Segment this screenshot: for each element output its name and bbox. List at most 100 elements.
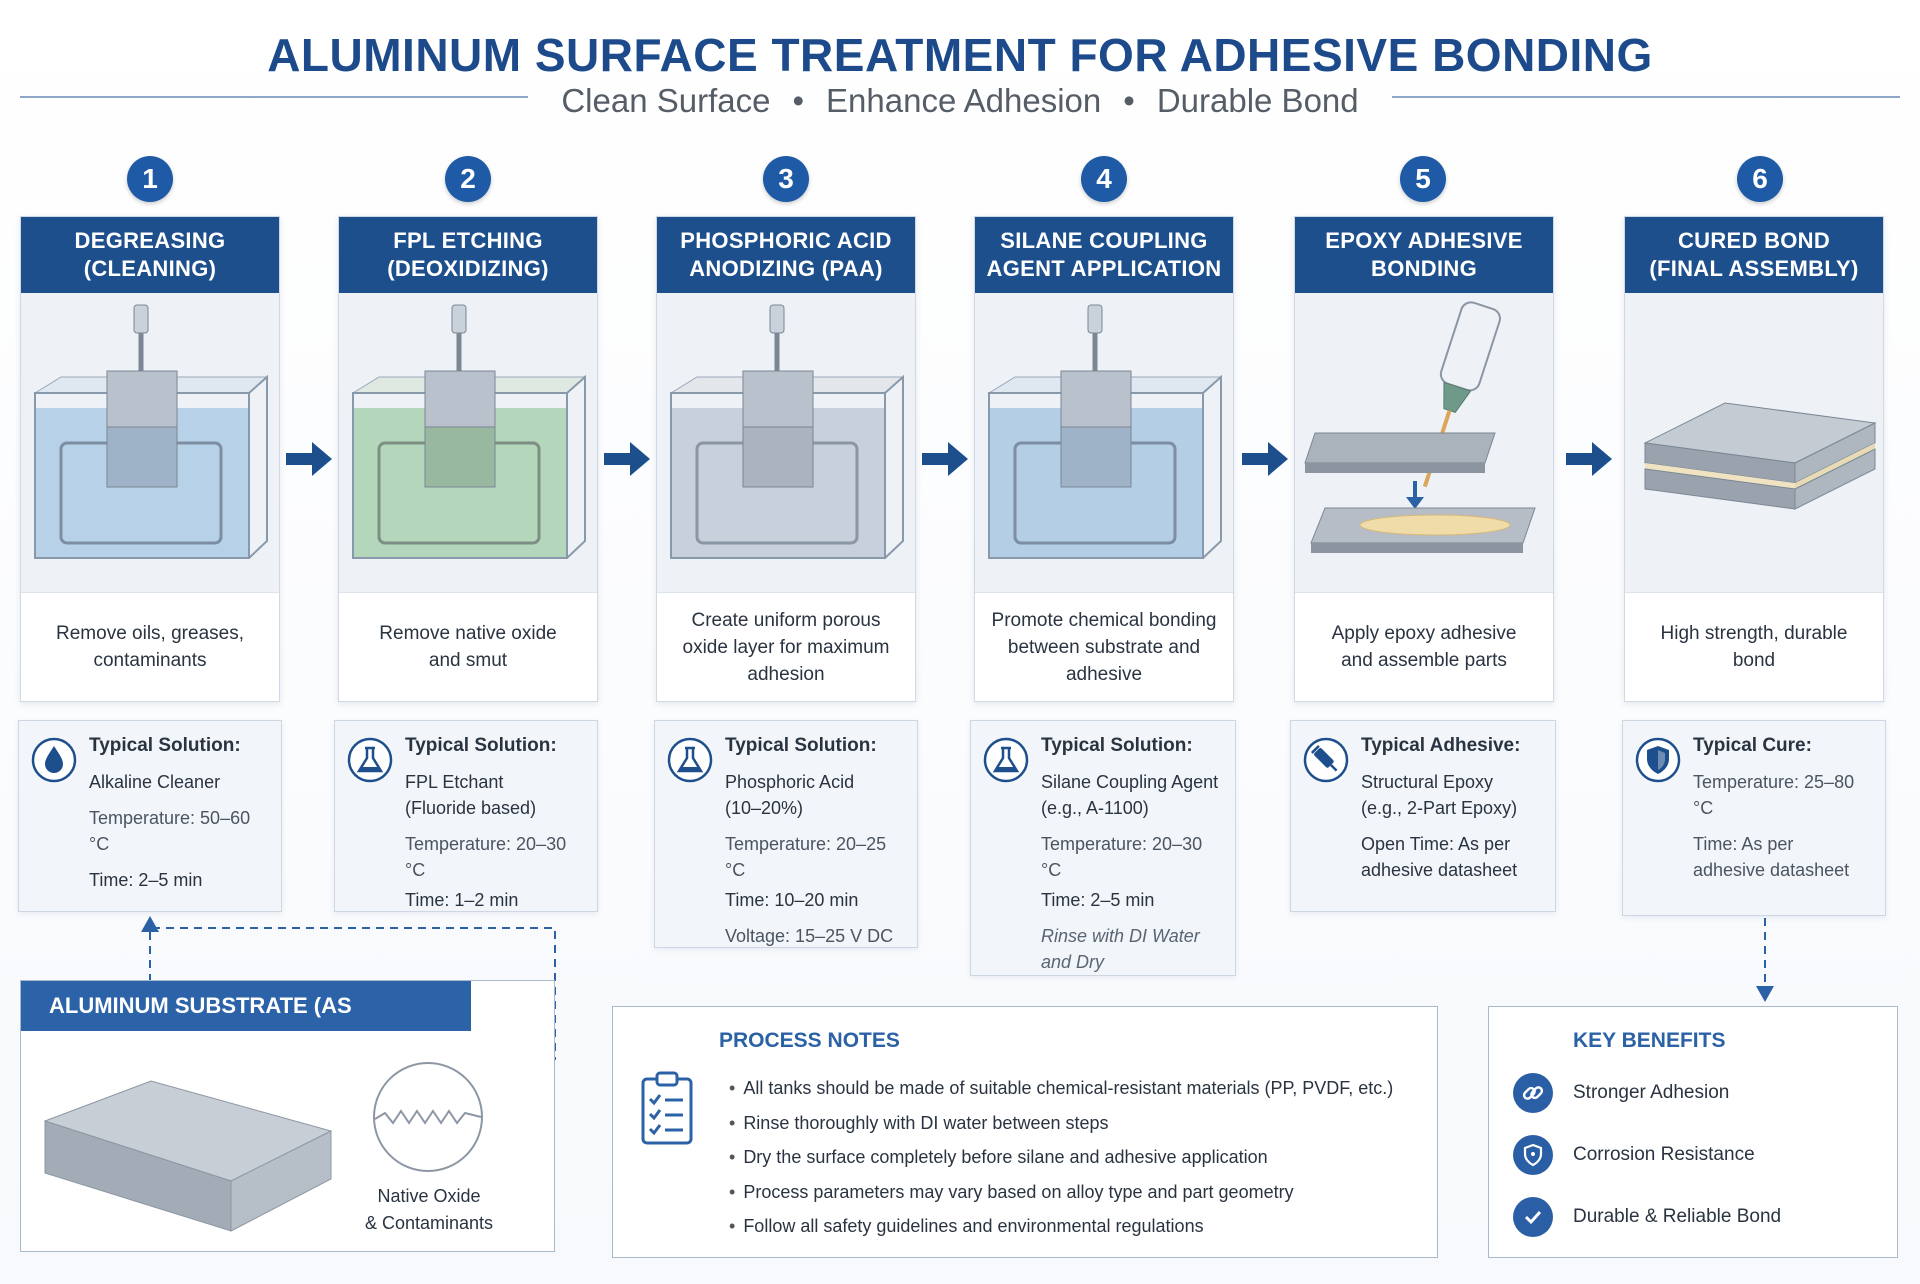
benefit-item: Durable & Reliable Bond (1513, 1195, 1781, 1239)
info-line: Time: 2–5 min (1041, 890, 1155, 910)
flask-icon (667, 737, 713, 783)
info-line: (Fluoride based) (405, 798, 537, 818)
step-card-cured-bond: CURED BOND (FINAL ASSEMBLY) High strengt… (1624, 216, 1884, 702)
step-number-badge: 5 (1400, 156, 1446, 202)
note-item: Process parameters may vary based on all… (729, 1175, 1393, 1210)
benefit-label: Durable & Reliable Bond (1573, 1206, 1782, 1227)
info-box-degreasing: Typical Solution: Alkaline Cleaner Tempe… (18, 720, 282, 912)
info-line: Time: 1–2 min (405, 890, 519, 910)
info-line: Open Time: As per (1361, 834, 1511, 854)
link-icon (1513, 1073, 1553, 1113)
substrate-heading: ALUMINUM SUBSTRATE (AS RECEIVED) (21, 981, 471, 1068)
subtitle-item: Enhance Adhesion (826, 82, 1102, 119)
info-line: and Dry (1041, 952, 1105, 972)
subtitle-item: Clean Surface (561, 82, 771, 119)
step-card-silane: SILANE COUPLING AGENT APPLICATION Promot… (974, 216, 1234, 702)
info-line: Rinse with DI Water (1041, 926, 1200, 946)
tank-illustration (21, 293, 279, 593)
note-item: All tanks should be made of suitable che… (729, 1071, 1393, 1106)
benefit-label: Corrosion Resistance (1573, 1144, 1755, 1165)
step-title: SILANE COUPLING (1000, 228, 1208, 253)
desc-line: and assemble parts (1341, 650, 1507, 671)
info-line: Temperature: 20–25 °C (725, 834, 887, 880)
title-rule-right (1392, 96, 1900, 98)
subtitle-separator: • (1123, 82, 1135, 119)
immersion-tank-icon (987, 304, 1223, 559)
note-item: Follow all safety guidelines and environ… (729, 1209, 1393, 1244)
info-line: Time: 2–5 min (89, 870, 203, 890)
droplet-icon (31, 737, 77, 783)
info-line: Silane Coupling Agent (1041, 772, 1219, 792)
arrow-right-icon (922, 442, 968, 476)
info-heading: Typical Solution: (725, 735, 877, 756)
immersion-tank-icon (669, 304, 905, 559)
step-description: Remove oils, greases,contaminants (21, 593, 279, 701)
step-title: AGENT APPLICATION (986, 256, 1222, 281)
step-title: CURED BOND (1677, 228, 1831, 253)
cured-bond-illustration (1625, 293, 1883, 593)
epoxy-illustration (1295, 293, 1553, 593)
info-line: Temperature: 20–30 °C (1041, 834, 1203, 880)
info-line: Phosphoric Acid (725, 772, 855, 792)
info-line: adhesive datasheet (1693, 860, 1850, 880)
benefit-item: Stronger Adhesion (1513, 1071, 1729, 1115)
benefits-heading: KEY BENEFITS (1573, 1029, 1726, 1052)
tank-illustration (657, 293, 915, 593)
tank-illustration (339, 293, 597, 593)
step-title: (DEOXIDIZING) (387, 256, 549, 281)
notes-list: All tanks should be made of suitable che… (729, 1071, 1393, 1244)
info-line: adhesive datasheet (1361, 860, 1518, 880)
step-header: DEGREASING (CLEANING) (21, 217, 279, 293)
step-header: FPL ETCHING (DEOXIDIZING) (339, 217, 597, 293)
callout-label: Native Oxide (377, 1186, 481, 1206)
info-line: Temperature: 25–80 °C (1693, 772, 1855, 818)
process-notes-panel: PROCESS NOTES All tanks should be made o… (612, 1006, 1438, 1258)
step-number-badge: 1 (127, 156, 173, 202)
desc-line: Apply epoxy adhesive (1331, 623, 1517, 644)
immersion-tank-icon (33, 304, 269, 559)
step-description: Apply epoxy adhesive and assemble parts (1295, 593, 1553, 701)
info-heading: Typical Adhesive: (1361, 735, 1521, 756)
info-line: Voltage: 15–25 V DC (725, 926, 894, 946)
info-box-silane: Typical Solution: Silane Coupling Agent … (970, 720, 1236, 976)
step-card-degreasing: DEGREASING (CLEANING) Remove oils, greas… (20, 216, 280, 702)
step-title: BONDING (1371, 256, 1477, 281)
shield-icon (1635, 737, 1681, 783)
callout-label: & Contaminants (364, 1213, 494, 1233)
title-rule-left (20, 96, 528, 98)
info-line: Temperature: 20–30 °C (405, 834, 567, 880)
desc-line: between substrate and (1007, 636, 1201, 658)
benefit-label: Stronger Adhesion (1573, 1082, 1730, 1103)
step-card-paa: PHOSPHORIC ACID ANODIZING (PAA) Create u… (656, 216, 916, 702)
syringe-icon (1303, 737, 1349, 783)
info-box-paa: Typical Solution: Phosphoric Acid (10–20… (654, 720, 918, 948)
step-number-badge: 3 (763, 156, 809, 202)
step-header: EPOXY ADHESIVE BONDING (1295, 217, 1553, 293)
arrow-right-icon (1566, 442, 1612, 476)
key-benefits-panel: KEY BENEFITS Stronger Adhesion Corrosion… (1488, 1006, 1898, 1258)
info-line: Structural Epoxy (1361, 772, 1494, 792)
step-header: PHOSPHORIC ACID ANODIZING (PAA) (657, 217, 915, 293)
step-header: CURED BOND (FINAL ASSEMBLY) (1625, 217, 1883, 293)
desc-line: and smut (428, 650, 508, 671)
desc-line: High strength, durable (1660, 623, 1848, 644)
desc-line: Remove oils, greases, (56, 623, 244, 644)
immersion-tank-icon (351, 304, 587, 559)
desc-line: oxide layer for maximum (682, 636, 890, 658)
bonded-plates-icon (1643, 402, 1877, 510)
info-line: Time: 10–20 min (725, 890, 859, 910)
arrow-right-icon (286, 442, 332, 476)
subtitle-separator: • (792, 82, 805, 119)
info-line: (e.g., A-1100) (1041, 798, 1149, 818)
info-box-fpl: Typical Solution: FPL Etchant (Fluoride … (334, 720, 598, 912)
arrow-right-icon (1242, 442, 1288, 476)
step-card-epoxy: EPOXY ADHESIVE BONDING Apply epoxy adhes… (1294, 216, 1554, 702)
step-title: PHOSPHORIC ACID (680, 228, 892, 253)
step-header: SILANE COUPLING AGENT APPLICATION (975, 217, 1233, 293)
benefit-item: Corrosion Resistance (1513, 1133, 1755, 1177)
step-number-badge: 2 (445, 156, 491, 202)
